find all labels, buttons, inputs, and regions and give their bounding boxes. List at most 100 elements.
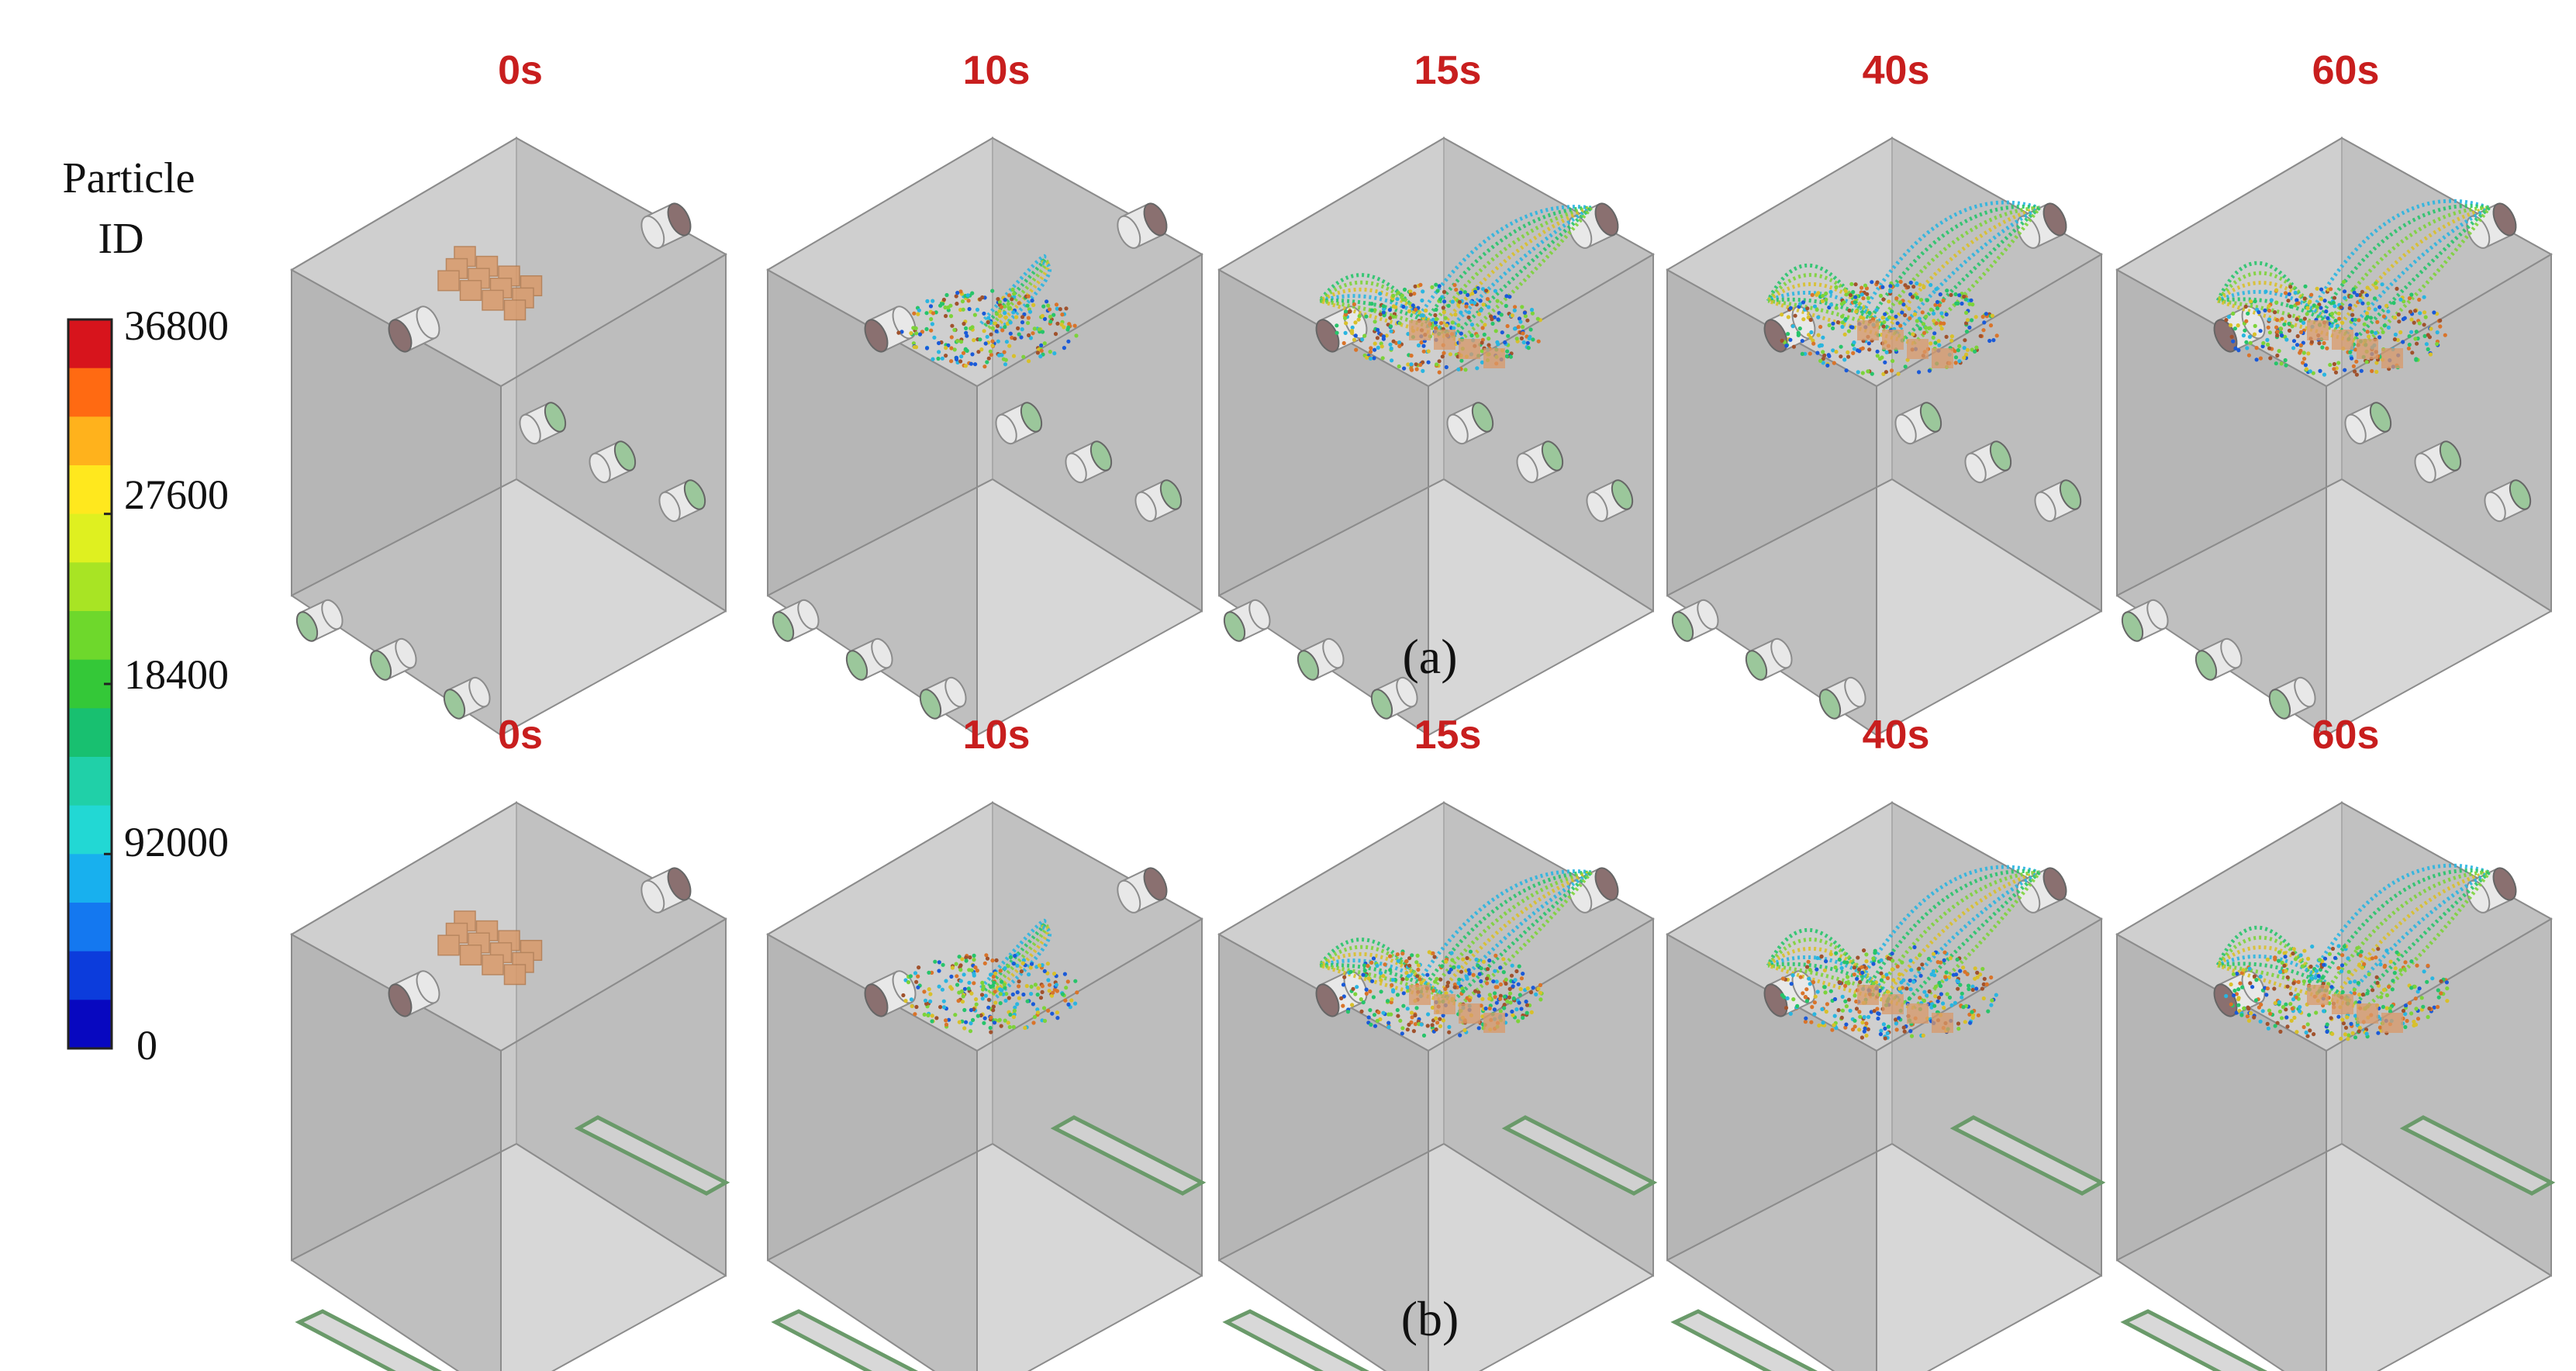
particle [1501, 957, 1506, 962]
particle [1973, 315, 1978, 319]
particle [1008, 955, 1013, 959]
particle [2265, 986, 2270, 991]
particle [1846, 350, 1850, 354]
particle [1492, 1007, 1497, 1012]
particle-stream [2215, 935, 2322, 983]
particle [1824, 297, 1828, 302]
particle [969, 991, 974, 996]
particle [1820, 1007, 1825, 1011]
particle [1404, 959, 1409, 964]
particle [1000, 979, 1004, 984]
particle [2436, 988, 2440, 993]
particle [2279, 361, 2284, 366]
particle [1000, 988, 1004, 993]
particle-cloud [1766, 200, 2041, 376]
particle [1389, 1000, 1393, 1005]
particle [2359, 368, 2364, 373]
particle [1953, 361, 1958, 365]
particle [1048, 314, 1052, 319]
particle [1401, 1003, 1406, 1008]
particle [1502, 1003, 1507, 1007]
particle [1026, 320, 1031, 326]
particle [1407, 956, 1412, 961]
particle [1390, 982, 1394, 988]
particle [1003, 1018, 1007, 1023]
tank-hidden-edge [992, 478, 1203, 612]
particle [1866, 295, 1870, 300]
particle [1845, 960, 1849, 965]
particle [922, 1012, 927, 1017]
particle [2241, 968, 2246, 972]
particle [2410, 351, 2415, 355]
particle [2268, 1011, 2273, 1016]
particle-stream [1766, 927, 1865, 979]
particle [1376, 327, 1380, 332]
particle [1809, 330, 1814, 335]
tank-hidden-edge [767, 1143, 993, 1261]
particle [1790, 324, 1795, 329]
particle [2364, 316, 2368, 321]
particle [1475, 333, 1480, 338]
particle [1897, 1016, 1901, 1020]
particle-stream [1767, 297, 1898, 335]
particle [2232, 326, 2237, 331]
particle [2233, 346, 2238, 351]
particle [973, 965, 978, 970]
particle [1342, 975, 1347, 979]
particle [2240, 985, 2245, 989]
particle [1008, 331, 1013, 336]
particle [1877, 357, 1883, 361]
particle [981, 984, 986, 989]
particle [1435, 1020, 1440, 1025]
particle [1003, 998, 1008, 1003]
particle [1878, 1032, 1883, 1037]
particle [2241, 333, 2246, 338]
particle [967, 980, 972, 985]
particle [1450, 958, 1455, 962]
particle [1875, 280, 1880, 285]
particle [2408, 1000, 2412, 1005]
particle [1033, 982, 1038, 987]
particle [2277, 349, 2281, 354]
particle [1412, 292, 1417, 296]
particle [1827, 323, 1832, 327]
particle [1895, 283, 1900, 288]
particle [1966, 318, 1970, 323]
particle [1060, 992, 1065, 996]
residual-block [1857, 985, 1879, 1005]
particle [1859, 315, 1863, 319]
particle [1531, 337, 1535, 342]
particle [1060, 313, 1065, 317]
particle [1780, 993, 1784, 997]
particle [1015, 990, 1020, 995]
particle [1438, 1017, 1442, 1021]
particle [956, 999, 961, 1003]
particle [1780, 313, 1784, 317]
particle [1440, 354, 1445, 359]
particle [1884, 370, 1888, 375]
particle-stream [1319, 958, 1442, 995]
particle [953, 1013, 958, 1017]
particle [1514, 969, 1519, 974]
particle [1524, 1000, 1528, 1004]
particle [2339, 969, 2344, 974]
particle-cloud [1766, 865, 2041, 1041]
particle [1406, 974, 1411, 979]
particle [1808, 968, 1812, 972]
particle [934, 1016, 939, 1020]
particle [1521, 972, 1525, 976]
particle [1527, 336, 1531, 340]
particle [2386, 309, 2391, 314]
particle [970, 352, 975, 357]
particle [1439, 321, 1444, 326]
particle [955, 339, 960, 344]
particle [1973, 966, 1977, 971]
particle [2277, 1009, 2282, 1014]
particle [2422, 969, 2426, 974]
particle [1984, 982, 1989, 986]
particle [1396, 958, 1400, 963]
particle [2290, 1007, 2295, 1011]
time-label: 15s [1414, 48, 1482, 93]
particle [1834, 951, 1839, 955]
particle [1020, 315, 1025, 319]
